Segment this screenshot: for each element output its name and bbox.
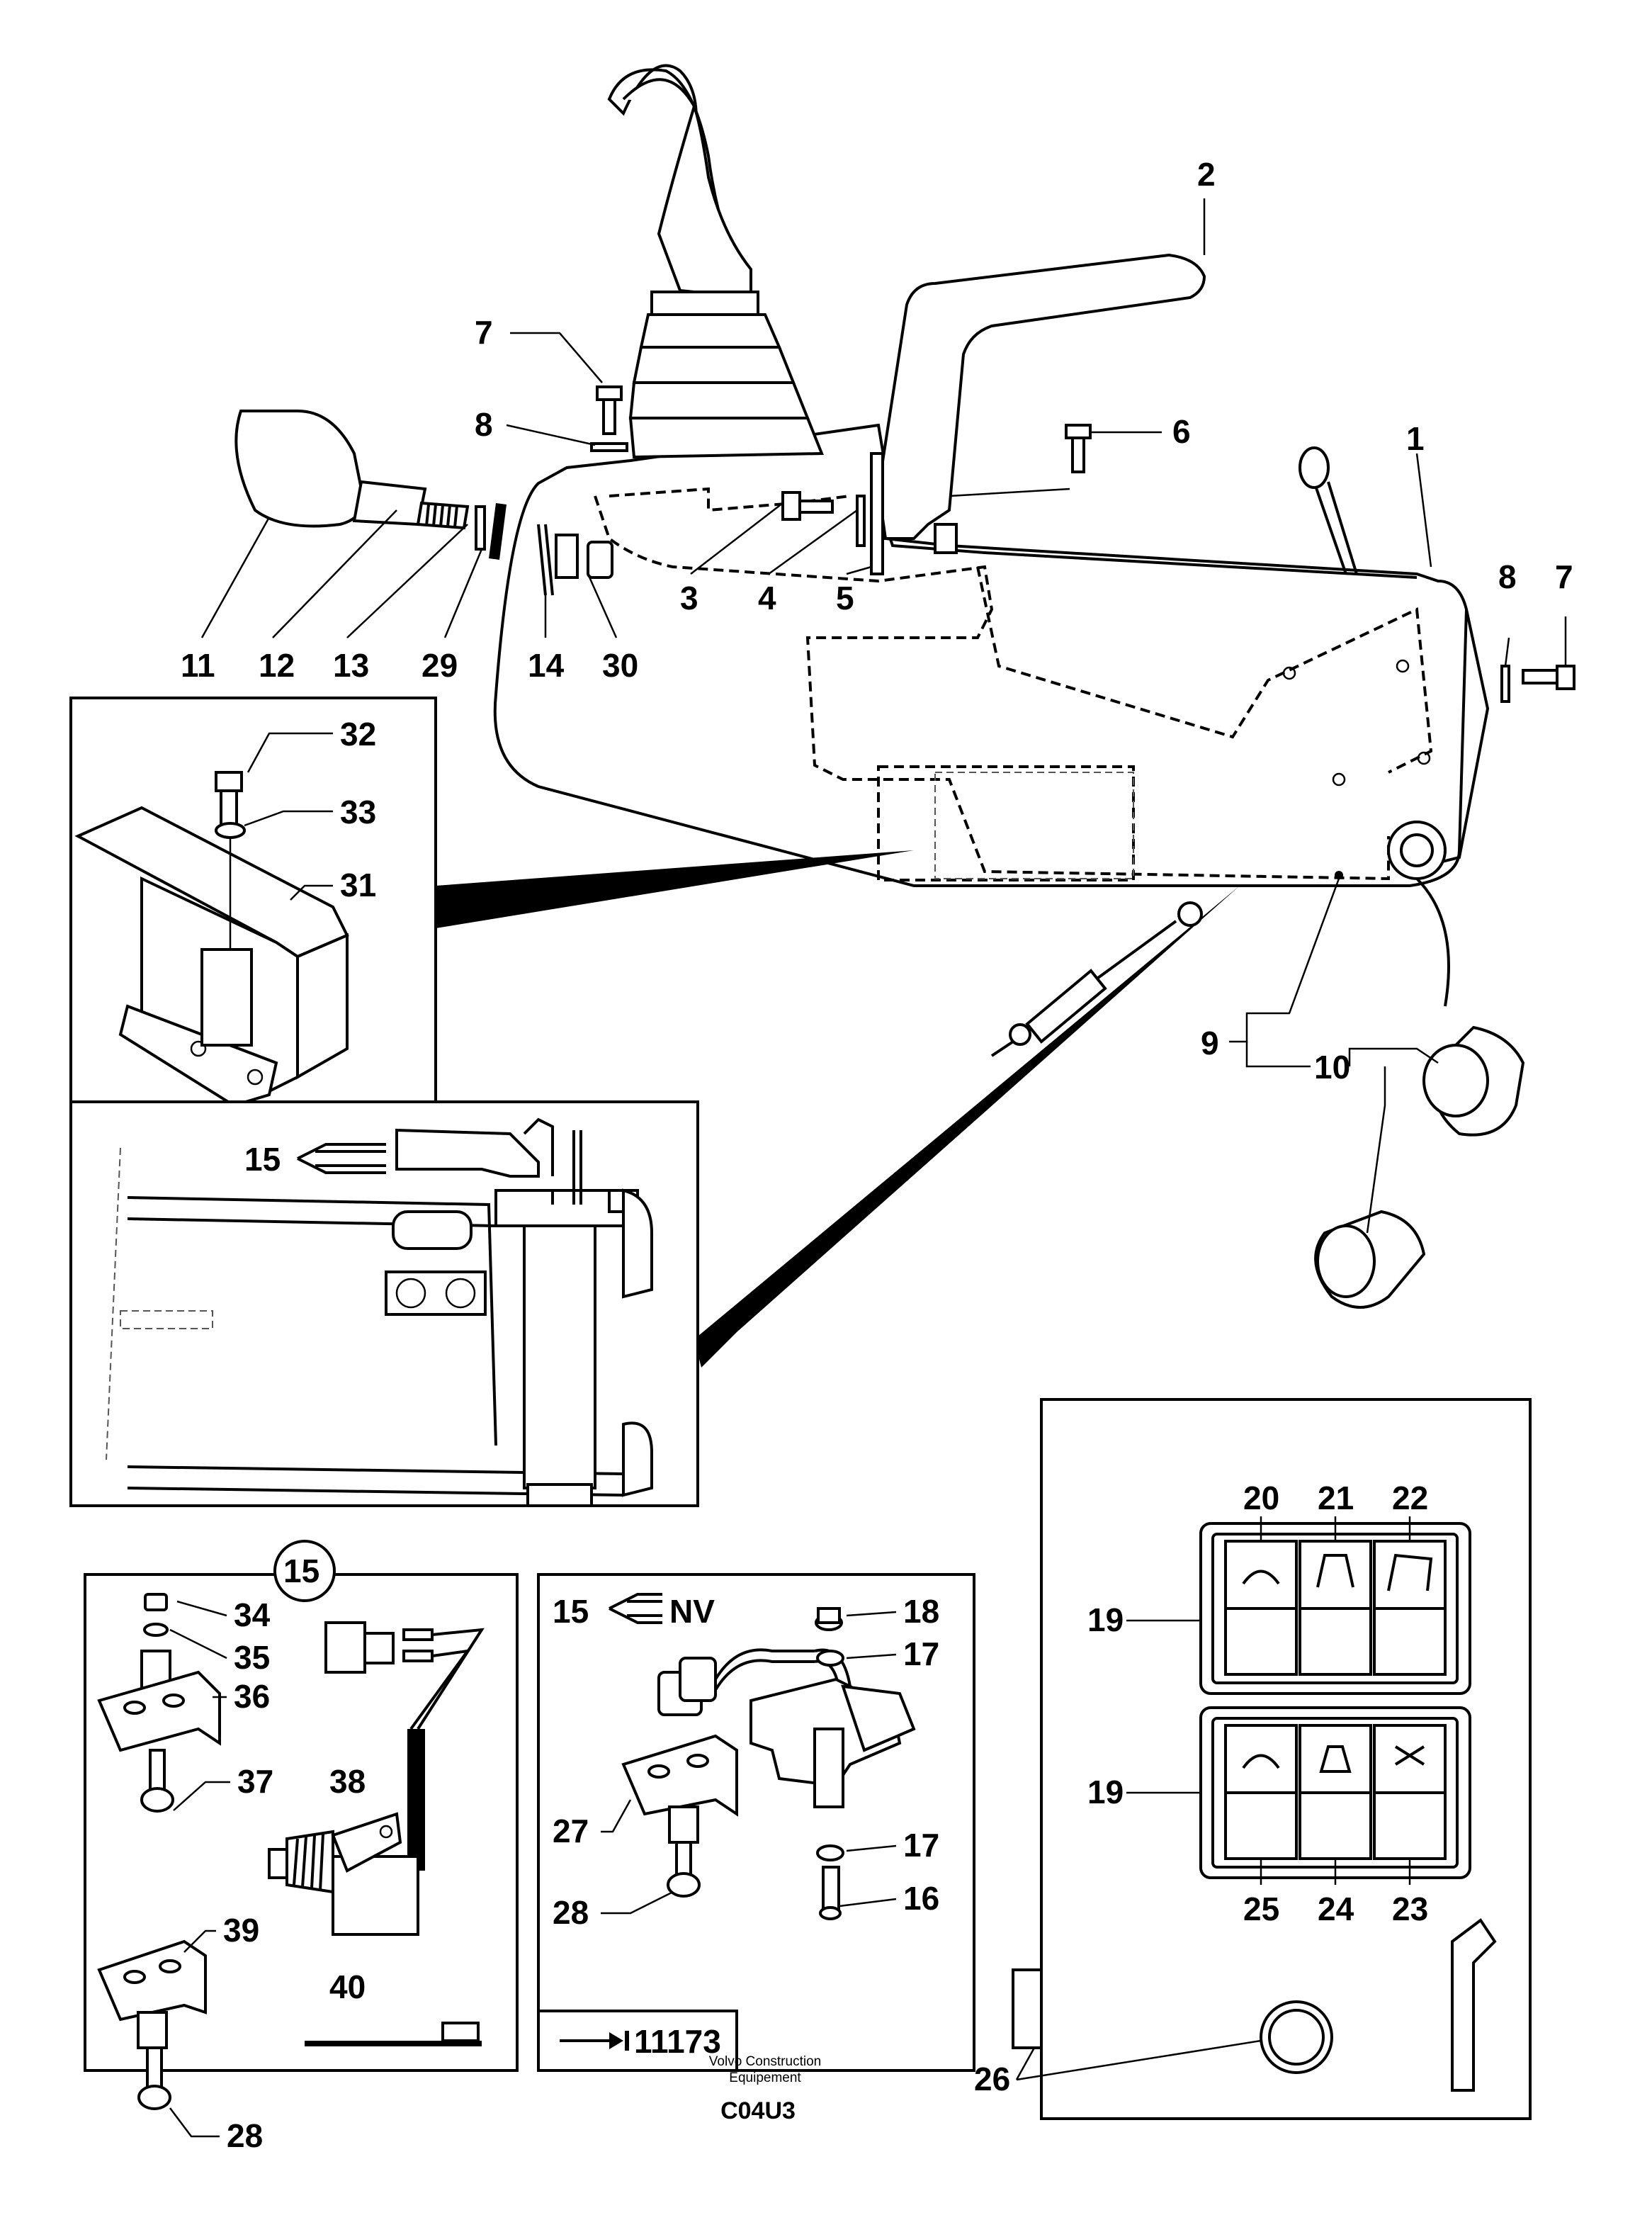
control-console (493, 423, 1490, 1007)
callout-20: 20 (1243, 1480, 1279, 1516)
detail-circle-15 (273, 1540, 336, 1602)
callout-36: 36 (234, 1678, 270, 1715)
view-section (106, 1117, 653, 1507)
callout-21: 21 (1318, 1480, 1354, 1516)
footer-code: C04U3 (720, 2097, 796, 2124)
callout-24: 24 (1318, 1891, 1354, 1927)
lever-handle (876, 253, 1206, 554)
callout-5: 5 (836, 580, 854, 616)
callout-13: 13 (333, 647, 369, 684)
bracket-31 (74, 771, 349, 1108)
callout-12: 12 (259, 647, 295, 684)
footer-company-line2: Equipement (729, 2070, 801, 2085)
zoom-wedge-upper (436, 850, 914, 928)
callout-35: 35 (234, 1639, 270, 1676)
callout-1: 1 (1406, 420, 1425, 457)
callout-17-lower: 17 (903, 1827, 939, 1864)
callout-37: 37 (237, 1763, 273, 1800)
detail-box-sensor (537, 1573, 975, 2072)
callout-29: 29 (422, 647, 458, 684)
joystick (607, 64, 824, 459)
switch-assembly (97, 1593, 485, 2110)
callout-39: 39 (223, 1912, 259, 1949)
callout-8: 8 (475, 406, 493, 443)
callout-10: 10 (1314, 1049, 1350, 1086)
callout-18: 18 (903, 1593, 939, 1630)
bushings (1314, 1025, 1525, 1309)
callout-labels: 2 1 7 8 6 3 4 5 11 12 13 29 14 30 8 7 9 … (181, 156, 1573, 2154)
sensor-assembly (560, 1593, 916, 2051)
leader-lines (169, 198, 1567, 2138)
switch-panel-lower (1199, 1706, 1471, 1879)
callout-26: 26 (974, 2061, 1010, 2097)
callout-3: 3 (680, 580, 698, 616)
callout-33: 33 (340, 794, 376, 830)
callout-23: 23 (1392, 1891, 1428, 1927)
callout-30: 30 (602, 647, 638, 684)
callout-6: 6 (1172, 413, 1191, 450)
callout-8-right: 8 (1498, 558, 1517, 595)
callout-2: 2 (1197, 156, 1216, 193)
callout-31: 31 (340, 867, 376, 903)
callout-16: 16 (903, 1880, 939, 1917)
footer: Volvo Construction Equipement C04U3 (709, 2054, 821, 2124)
callout-38: 38 (329, 1763, 366, 1800)
callout-22: 22 (1392, 1480, 1428, 1516)
reference-label: 11173 (634, 2023, 721, 2060)
callout-19-lower: 19 (1087, 1774, 1124, 1810)
fasteners (590, 385, 1575, 703)
label-nv: NV (669, 1593, 715, 1630)
zoom-wedge-lower (694, 886, 1240, 1368)
callout-34: 34 (234, 1596, 271, 1633)
footer-company: Volvo Construction (709, 2054, 821, 2069)
callout-32: 32 (340, 716, 376, 753)
detail-box-view (69, 1100, 699, 1507)
callout-40: 40 (329, 1968, 366, 2005)
callout-7: 7 (475, 314, 493, 351)
callout-15-circle: 15 (283, 1553, 319, 1589)
switch-panel-upper (1199, 1522, 1471, 1695)
callout-15-view: 15 (244, 1141, 281, 1178)
callout-9: 9 (1201, 1025, 1219, 1061)
callout-4: 4 (758, 580, 776, 616)
callout-28-right: 28 (553, 1894, 589, 1931)
callout-11: 11 (181, 647, 215, 684)
gas-spring (990, 901, 1203, 1057)
callout-7-right: 7 (1555, 558, 1573, 595)
callout-25: 25 (1243, 1891, 1279, 1927)
callout-28-left: 28 (227, 2117, 263, 2154)
panel-hardware (1012, 1918, 1497, 2092)
callout-15-sensor: 15 (553, 1593, 589, 1630)
callout-14: 14 (528, 647, 565, 684)
callout-27: 27 (553, 1813, 589, 1849)
callout-17-upper: 17 (903, 1635, 939, 1672)
gear-knob-assembly (234, 410, 613, 596)
callout-19-upper: 19 (1087, 1601, 1124, 1638)
